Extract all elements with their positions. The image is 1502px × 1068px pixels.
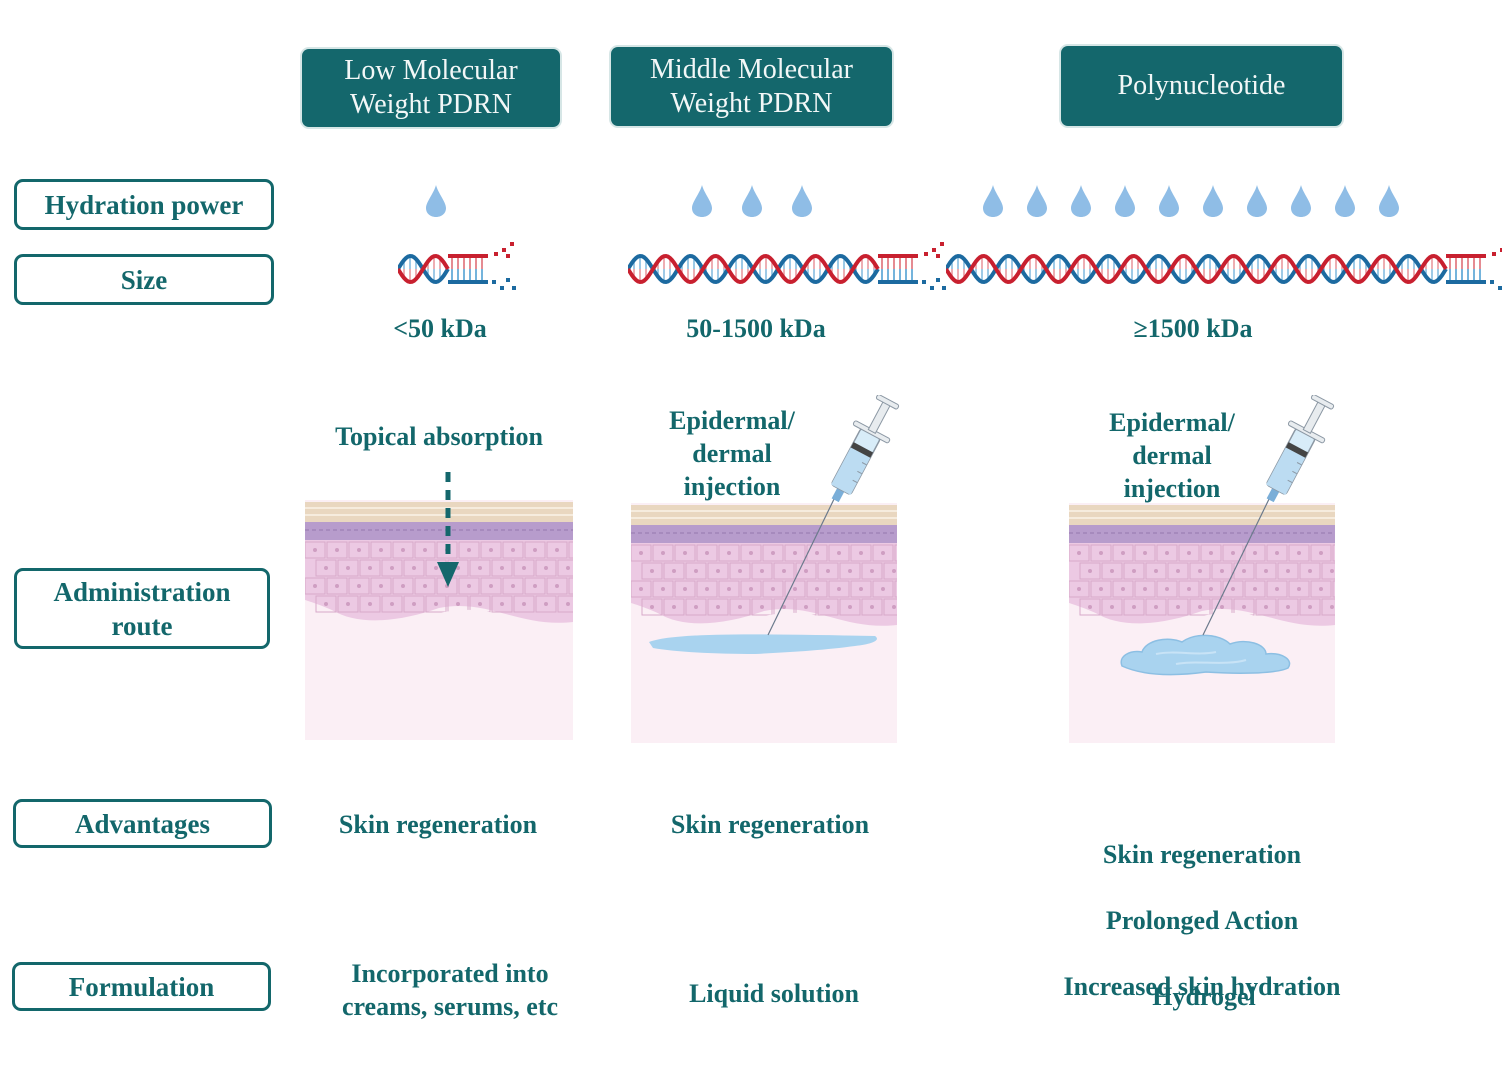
size-value-low: <50 kDa xyxy=(393,314,487,343)
syringe-icon xyxy=(1195,395,1335,640)
liquid-solution-pool xyxy=(645,628,885,660)
route-label-low: Topical absorption xyxy=(335,422,543,451)
size-value-polynucleotide: ≥1500 kDa xyxy=(1133,314,1253,343)
route-label-polynucleotide: Epidermal/ dermal injection xyxy=(1109,408,1235,503)
water-drop-icon xyxy=(1159,185,1179,217)
advantage-item: Skin regeneration xyxy=(1102,840,1302,869)
syringe-icon xyxy=(760,395,900,640)
water-drop-icon xyxy=(1203,185,1223,217)
dashed-down-arrow-icon xyxy=(437,470,459,590)
hydration-drops-low xyxy=(424,184,448,218)
water-drop-icon xyxy=(1379,185,1399,217)
formulation-low: Incorporated into creams, serums, etc xyxy=(341,959,559,1021)
advantage-item: Skin regeneration xyxy=(670,810,870,839)
formulation-middle: Liquid solution xyxy=(689,979,859,1008)
dna-helix-icon xyxy=(398,240,528,296)
water-drop-icon xyxy=(792,185,812,217)
water-drop-icon xyxy=(1071,185,1091,217)
row-label-text: Administration route xyxy=(53,576,231,641)
row-label-advantages: Advantages xyxy=(13,799,272,848)
row-label-size: Size xyxy=(14,254,274,305)
column-header-low-mw-pdrn: Low Molecular Weight PDRN xyxy=(302,49,560,127)
dna-helix-icon xyxy=(628,240,958,296)
dna-helix-icon xyxy=(946,240,1502,296)
skin-illustration xyxy=(305,500,573,740)
row-label-formulation: Formulation xyxy=(12,962,271,1011)
water-drop-icon xyxy=(1291,185,1311,217)
column-header-polynucleotide: Polynucleotide xyxy=(1061,46,1342,126)
column-header-label: Polynucleotide xyxy=(1117,70,1286,101)
advantages-polynucleotide: Skin regeneration Prolonged Action Incre… xyxy=(1032,805,1372,1036)
water-drop-icon xyxy=(426,185,446,217)
route-label-middle: Epidermal/ dermal injection xyxy=(669,406,795,501)
dna-strand xyxy=(628,242,946,290)
row-label-hydration-power: Hydration power xyxy=(14,179,274,230)
skin-cross-section-topical xyxy=(305,500,573,740)
row-label-administration-route: Administration route xyxy=(14,568,270,649)
water-drop-icon xyxy=(742,185,762,217)
row-label-text: Size xyxy=(120,264,168,295)
hydration-drops-middle xyxy=(690,184,814,218)
hydrogel-deposit xyxy=(1116,630,1296,680)
row-label-text: Advantages xyxy=(74,808,210,839)
advantage-item: Increased skin hydration xyxy=(1063,972,1341,1001)
advantages-middle: Skin regeneration xyxy=(632,808,908,841)
row-label-text: Formulation xyxy=(68,971,215,1002)
column-header-middle-mw-pdrn: Middle Molecular Weight PDRN xyxy=(611,47,892,126)
size-value-middle: 50-1500 kDa xyxy=(686,314,826,343)
formulation-polynucleotide: Hydrogel xyxy=(1152,982,1256,1011)
water-drop-icon xyxy=(1115,185,1135,217)
water-drop-icon xyxy=(983,185,1003,217)
skin-illustration xyxy=(1069,503,1335,743)
column-header-label: Middle Molecular Weight PDRN xyxy=(650,53,853,119)
row-label-text: Hydration power xyxy=(44,189,244,220)
dna-strand xyxy=(946,248,1502,290)
water-drop-icon xyxy=(1335,185,1355,217)
dna-strand xyxy=(398,242,516,290)
hydration-drops-polynucleotide xyxy=(981,184,1401,218)
column-header-label: Low Molecular Weight PDRN xyxy=(344,55,518,120)
water-drop-icon xyxy=(1027,185,1047,217)
advantage-item: Skin regeneration xyxy=(338,810,538,839)
water-drop-icon xyxy=(1247,185,1267,217)
water-drop-icon xyxy=(692,185,712,217)
skin-cross-section-gel-injection xyxy=(1069,503,1335,743)
advantage-item: Prolonged Action xyxy=(1105,906,1299,935)
advantages-low: Skin regeneration xyxy=(300,808,576,841)
